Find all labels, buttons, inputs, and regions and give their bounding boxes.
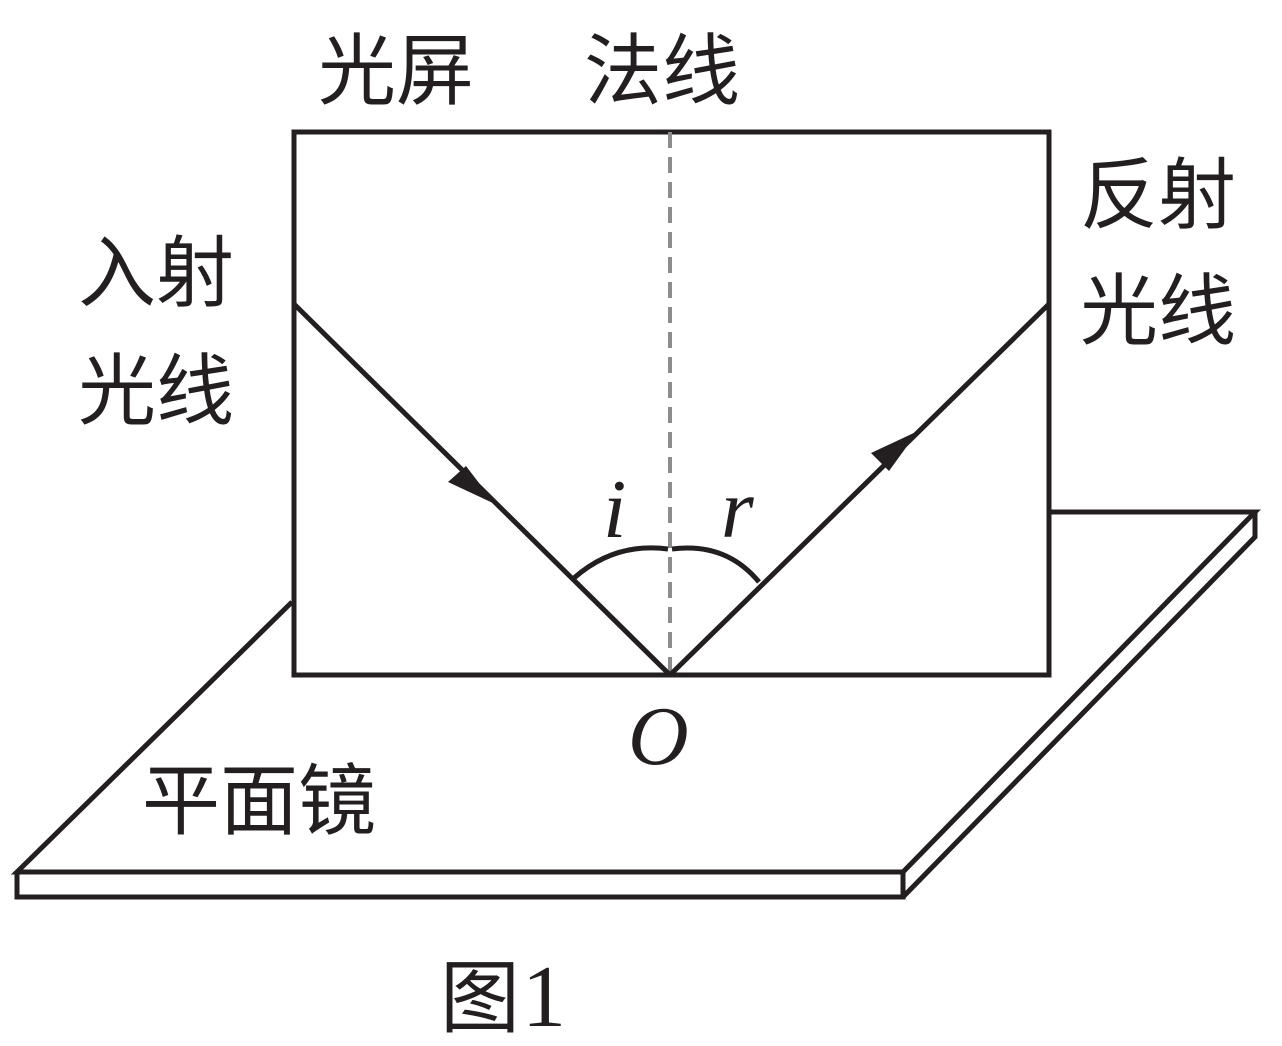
mirror-label: 平面镜 xyxy=(142,757,376,847)
caption-prefix: 图 xyxy=(440,952,520,1045)
incident-label-line1: 入射 xyxy=(78,229,234,319)
angle-r-arc xyxy=(671,545,761,584)
screen-label: 光屏 xyxy=(318,27,474,117)
angle-r-label: r xyxy=(721,463,754,556)
mirror-front-edge xyxy=(14,872,906,900)
angle-i-arc xyxy=(572,545,669,580)
plane-mirror xyxy=(10,509,1261,900)
incident-arrowhead xyxy=(448,466,495,504)
caption-number: 1 xyxy=(522,949,566,1046)
incident-label-line2: 光线 xyxy=(78,347,234,437)
angle-i-label: i xyxy=(603,463,626,556)
point-o-label: O xyxy=(628,690,689,783)
reflected-arrowhead xyxy=(871,431,918,471)
mirror-side-edge xyxy=(901,512,1258,899)
reflected-label-line2: 光线 xyxy=(1080,267,1236,357)
reflected-label-line1: 反射 xyxy=(1080,151,1236,241)
reflected-ray xyxy=(668,302,1051,677)
normal-label: 法线 xyxy=(584,27,740,117)
